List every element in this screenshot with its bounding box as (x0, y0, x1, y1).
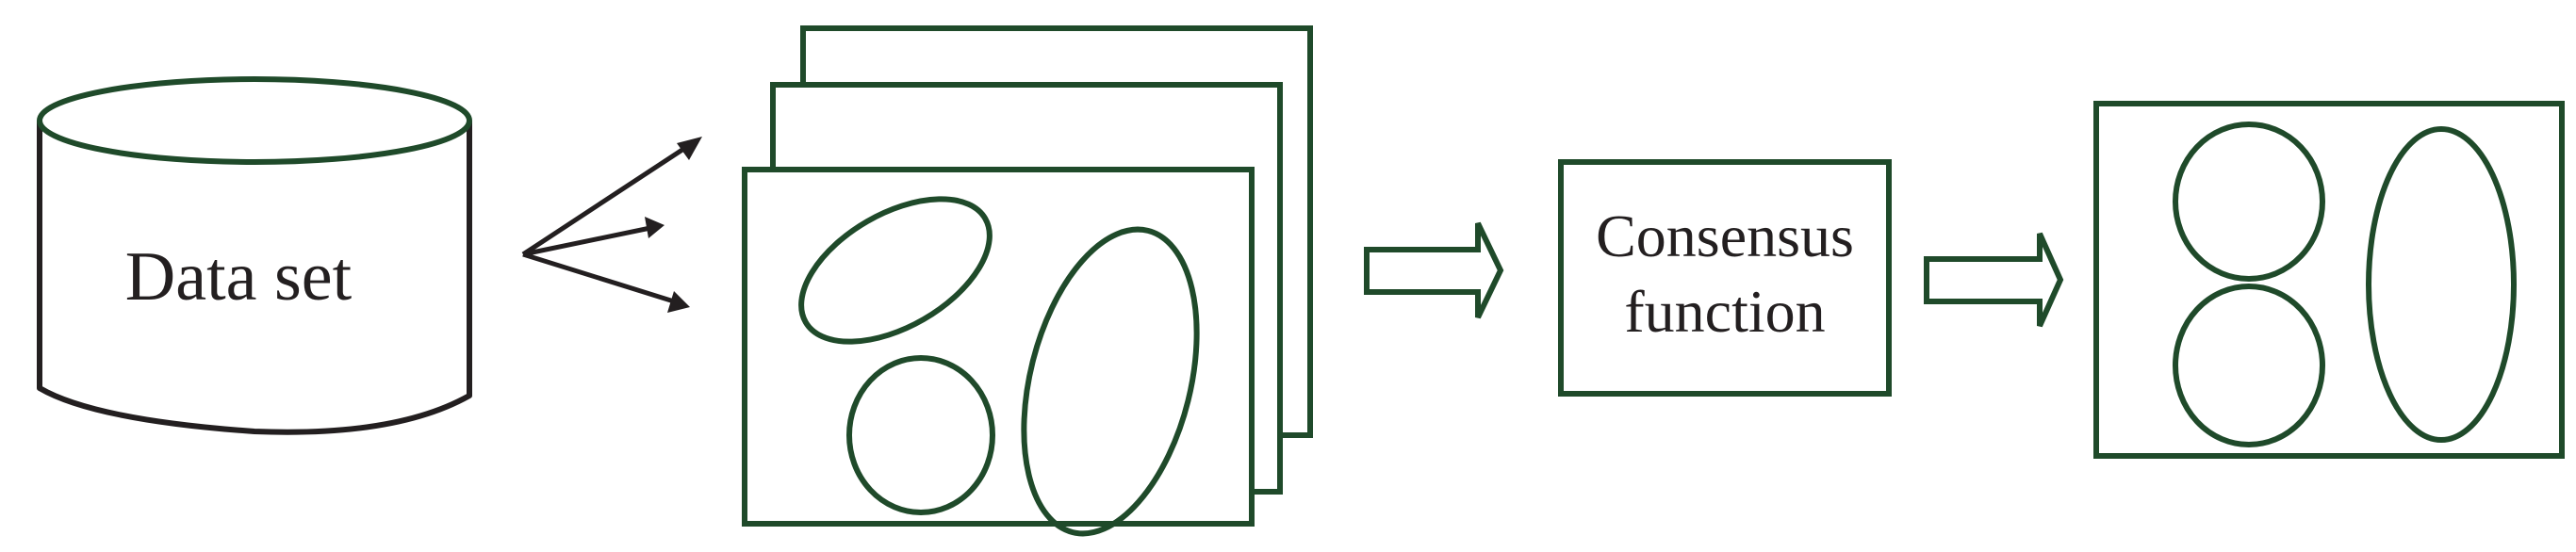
final-cluster-ellipse-tall (2366, 126, 2517, 443)
fan-out-arrows (521, 137, 702, 313)
dataset-label: Data set (125, 238, 353, 316)
consensus-label-line2: function (1624, 278, 1825, 345)
cluster-ellipse-tall (1021, 226, 1200, 537)
fan-arrow-middle (522, 217, 665, 257)
consensus-box-frame (1558, 159, 1892, 397)
final-result-frame (2093, 101, 2565, 459)
cluster-circle-lower (846, 355, 995, 515)
final-cluster-circle-lower (2173, 284, 2325, 447)
dataset-cylinder-body (37, 121, 472, 435)
clustering-results-stack (742, 25, 1313, 537)
final-cluster-circle-upper (2173, 122, 2325, 282)
hollow-arrow-to-consensus (1364, 221, 1504, 319)
hollow-arrow-to-final (1924, 232, 2064, 328)
fan-arrow-upper (521, 137, 702, 257)
dataset-cylinder: Data set (37, 76, 472, 435)
final-clustering-result (2093, 101, 2565, 459)
clustering-result-front (742, 167, 1255, 527)
consensus-label-line1: Consensus (1596, 203, 1854, 269)
dataset-cylinder-top (37, 76, 472, 165)
consensus-function-box: Consensus function (1558, 159, 1892, 397)
cluster-ellipse-tilted (798, 196, 993, 345)
fan-arrow-lower (522, 252, 690, 313)
